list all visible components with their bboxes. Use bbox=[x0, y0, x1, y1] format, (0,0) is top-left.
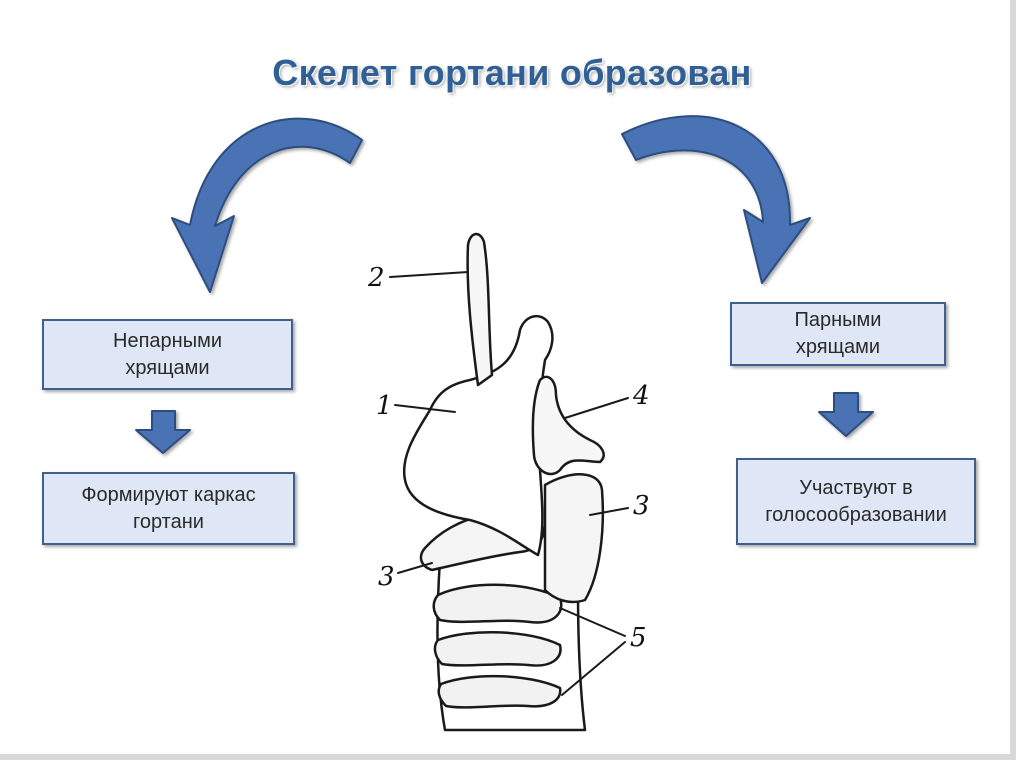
diagram-label-5: 5 bbox=[630, 623, 647, 653]
diagram-label-2: 2 bbox=[367, 263, 385, 293]
cricoid-cartilage bbox=[543, 473, 605, 604]
unpaired-cartilage-box: Непарными хрящами bbox=[42, 319, 293, 390]
left-down-arrow-icon bbox=[135, 410, 191, 454]
leader-line-5a bbox=[559, 607, 626, 637]
tracheal-ring bbox=[433, 630, 562, 667]
epiglottis bbox=[466, 232, 494, 387]
leader-line-3-left bbox=[397, 562, 433, 574]
slide-title: Скелет гортани образован bbox=[272, 52, 752, 93]
thyroid-cartilage bbox=[402, 314, 554, 557]
diagram-label-3-right: 3 bbox=[633, 491, 650, 521]
tracheal-ring bbox=[432, 583, 563, 624]
larynx-illustration bbox=[389, 232, 629, 732]
diagram-label-1: 1 bbox=[376, 391, 393, 421]
arytenoid-cartilage bbox=[531, 375, 605, 476]
tracheal-ring bbox=[437, 674, 562, 709]
leader-line-4 bbox=[564, 397, 629, 419]
voice-formation-text: Участвуют в голосообразовании bbox=[765, 476, 947, 526]
diagram-label-3-left: 3 bbox=[378, 562, 395, 592]
unpaired-cartilage-text: Непарными хрящами bbox=[113, 329, 222, 379]
leader-line-2 bbox=[389, 271, 469, 278]
paired-cartilage-box: Парными хрящами bbox=[730, 302, 946, 366]
forms-frame-box: Формируют каркас гортани bbox=[42, 472, 295, 545]
forms-frame-text: Формируют каркас гортани bbox=[81, 483, 256, 533]
leader-line-5b bbox=[561, 641, 626, 696]
diagram-label-4: 4 bbox=[632, 381, 650, 411]
right-curved-arrow-icon bbox=[621, 115, 811, 284]
leader-line-1 bbox=[394, 404, 456, 413]
right-down-arrow-icon bbox=[818, 392, 874, 437]
left-curved-arrow-icon bbox=[171, 117, 363, 293]
leader-line-3-right bbox=[589, 507, 629, 516]
voice-formation-box: Участвуют в голосообразовании bbox=[736, 458, 976, 545]
paired-cartilage-text: Парными хрящами bbox=[794, 309, 882, 358]
